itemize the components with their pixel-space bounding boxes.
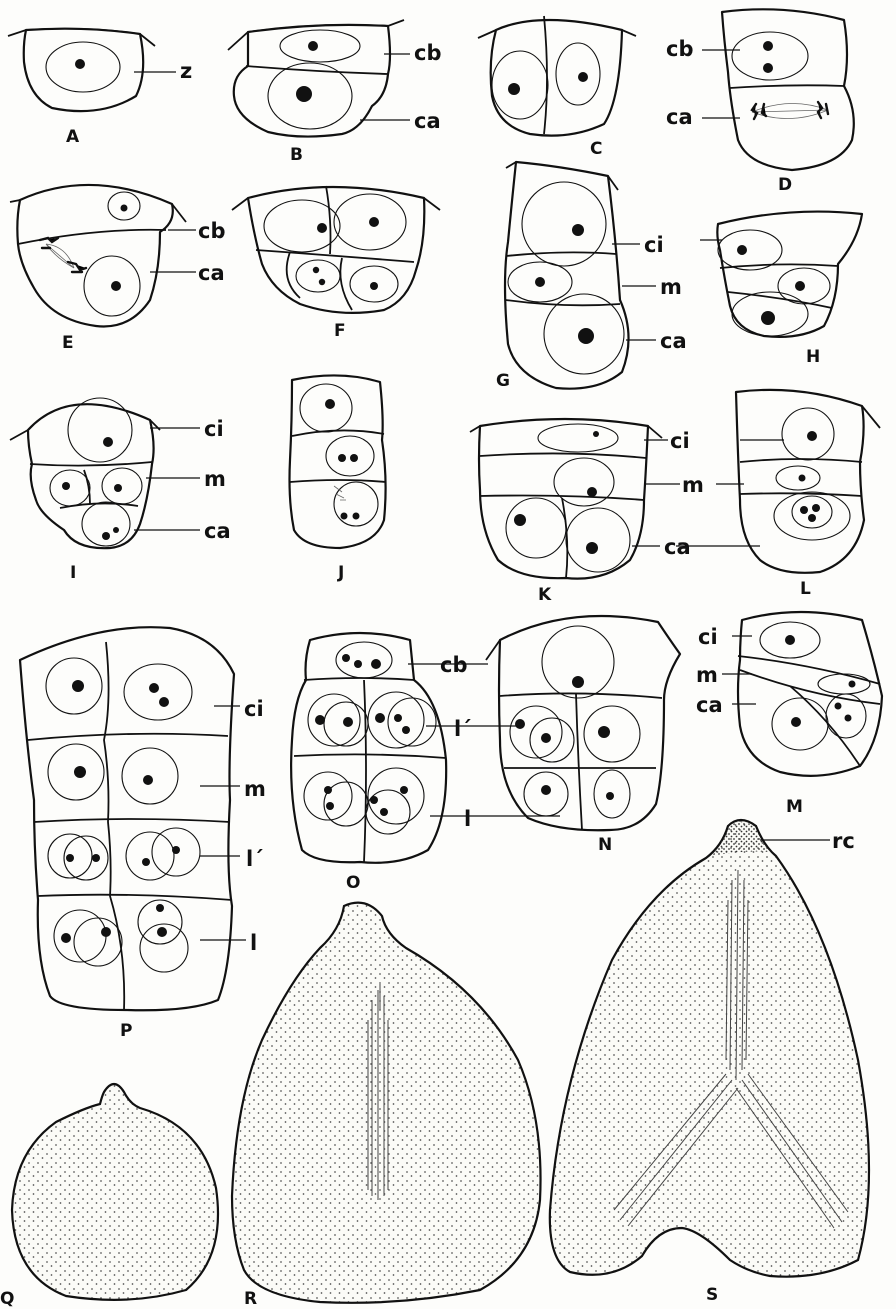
figure-label-r: R [244,1289,257,1309]
figure-label-g: G [496,371,510,391]
label-ca-k: ca [664,535,691,559]
figure-label-c: C [590,139,602,159]
figure-h: H [700,212,862,367]
figure-label-k: K [538,585,552,605]
label-ci-g: ci [644,233,664,257]
label-ci-k: ci [670,429,690,453]
figure-m: ci m ca M [696,612,882,817]
label-ca-b: ca [414,109,441,133]
label-l-prime-o: l´ [454,717,472,741]
label-m-k: m [682,473,704,497]
label-ci-i: ci [204,417,224,441]
figure-q-globular-embryo: Q [0,1084,218,1309]
figure-label-a: A [66,127,80,147]
figure-k: ci m ca K [470,419,704,605]
figure-d: cb ca D [666,9,854,195]
figure-label-q: Q [0,1289,14,1309]
figure-r-embryo: R [232,903,541,1309]
label-ci-p: ci [244,697,264,721]
label-ca-g: ca [660,329,687,353]
figure-label-b: B [290,145,303,165]
label-cb-e: cb [198,219,225,243]
figure-n: N [486,616,680,855]
label-rc: rc [832,829,855,853]
label-m-i: m [204,467,226,491]
figure-l: L [676,390,880,599]
label-l-o: l [464,807,471,831]
label-ca-m: ca [696,693,723,717]
label-cb-o: cb [440,653,467,677]
label-ci-m: ci [698,625,718,649]
figure-label-n: N [598,835,612,855]
figure-i: ci m ca I [10,398,231,583]
figure-label-m: M [786,797,803,817]
label-m-m: m [696,663,718,687]
label-cb-b: cb [414,41,441,65]
figure-c: C [478,16,636,159]
label-l-prime-p: l´ [246,847,264,871]
figure-b: cb ca B [228,20,441,165]
figure-label-i: I [70,563,76,583]
label-l-p: l [250,931,257,955]
figure-label-o: O [346,873,360,893]
figure-label-p: P [120,1021,132,1041]
figure-label-j: J [337,563,344,583]
figure-label-s: S [706,1285,718,1305]
label-z: z [180,59,192,83]
figure-label-l: L [800,579,811,599]
figure-label-f: F [334,321,346,341]
figure-label-e: E [62,333,74,353]
figure-e: cb ca E [10,185,225,353]
figure-j: J [290,375,387,583]
figure-a-zygote: z A [8,29,192,147]
label-m-p: m [244,777,266,801]
label-m-g: m [660,275,682,299]
figure-p: ci m l´ l P [20,627,266,1041]
label-ca-d: ca [666,105,693,129]
figure-label-d: D [778,175,792,195]
figure-label-h: H [806,347,820,367]
label-ca-i: ca [204,519,231,543]
figure-s-embryo: rc S [550,820,869,1305]
label-cb-d: cb [666,37,693,61]
figure-f: F [232,186,440,341]
label-ca-e: ca [198,261,225,285]
figure-g: ci m ca G [496,162,687,391]
